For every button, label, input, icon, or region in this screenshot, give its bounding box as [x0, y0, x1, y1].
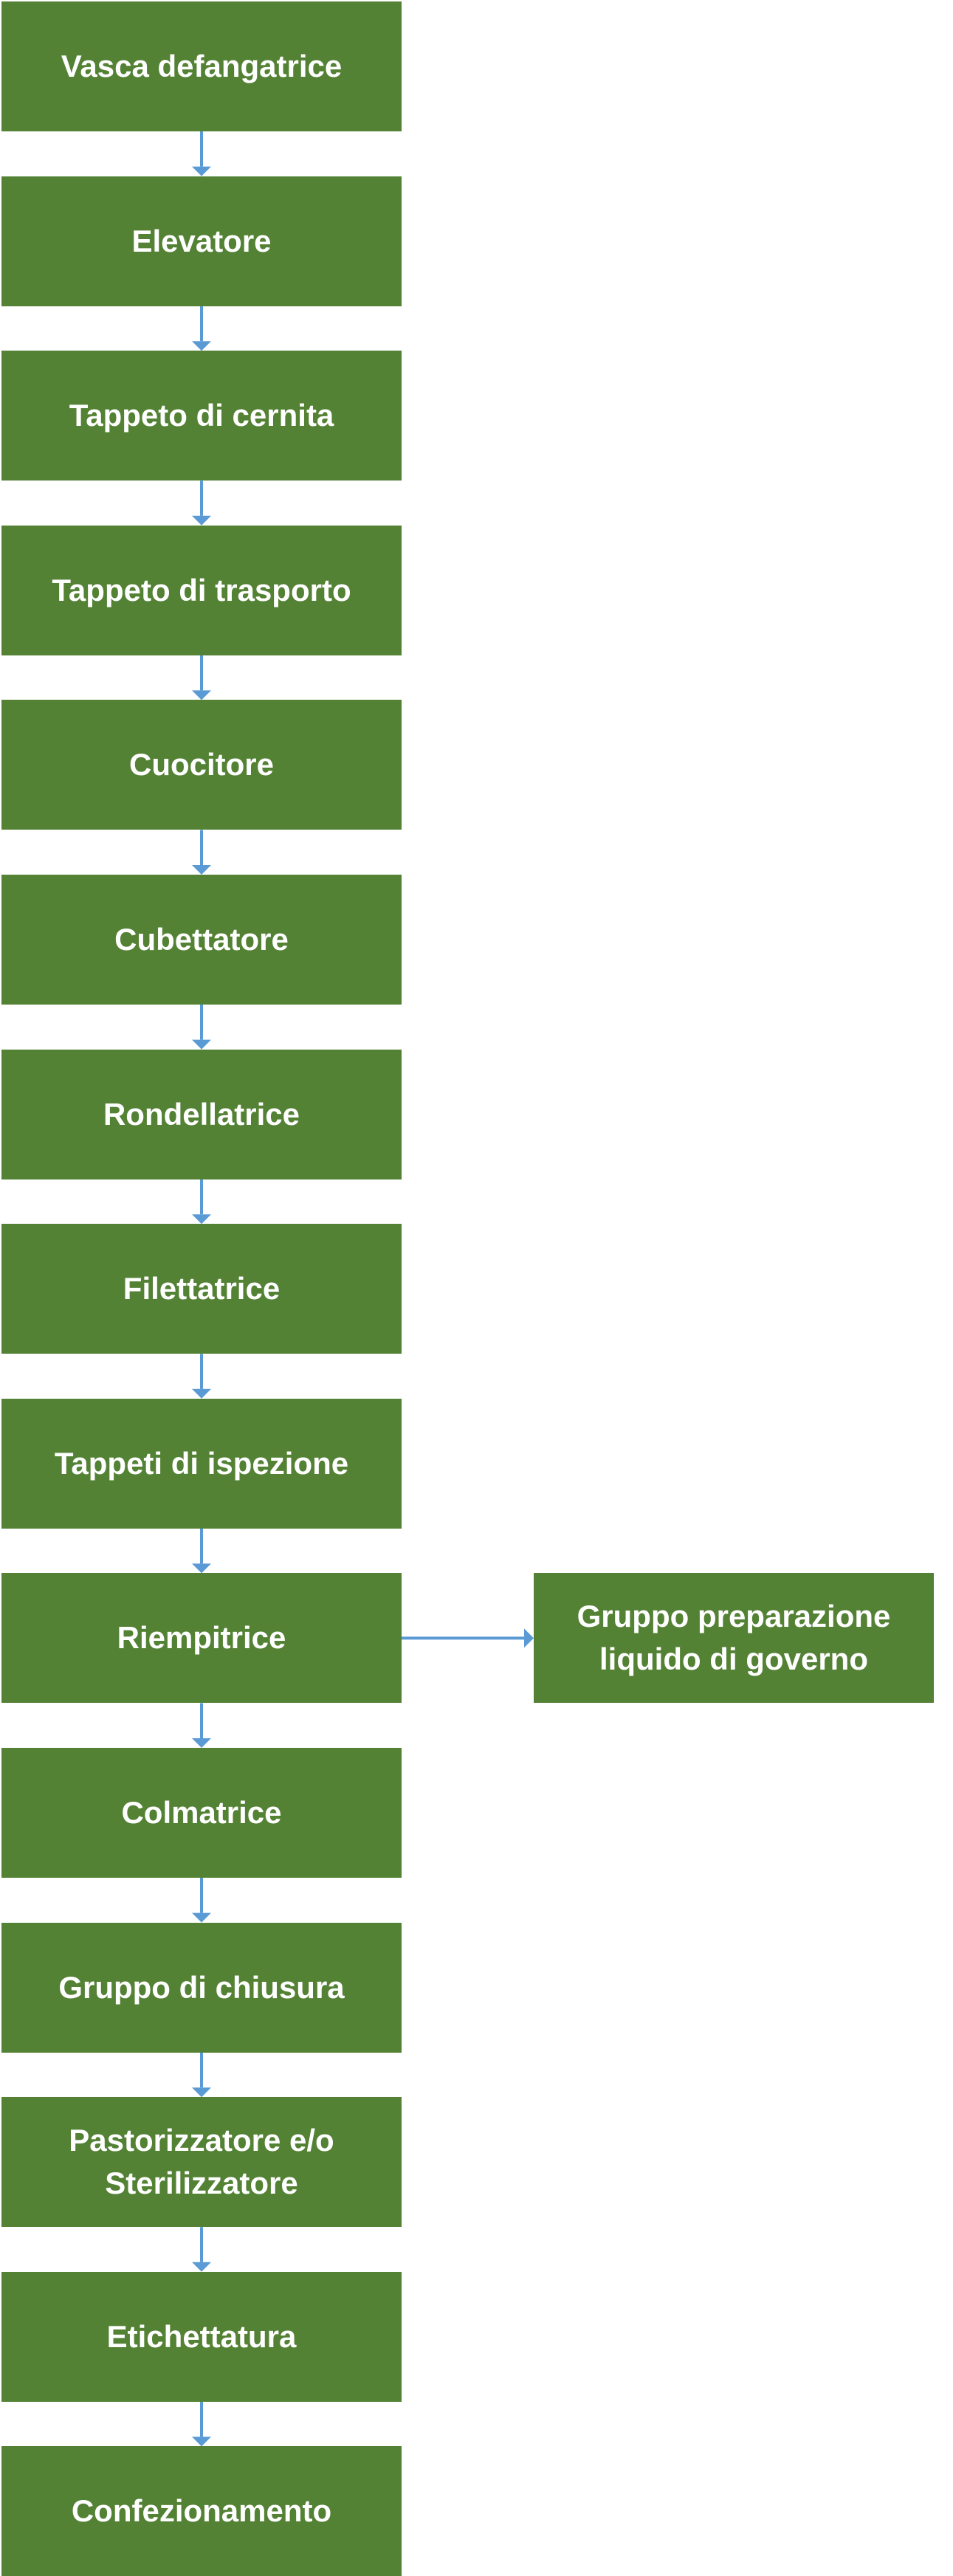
arrow-6-to-7 — [192, 1179, 211, 1225]
arrow-5-to-6 — [192, 1005, 211, 1050]
arrow-12-to-13 — [192, 2227, 211, 2272]
arrow-0-to-1-head — [192, 166, 211, 176]
step-tappeto-di-cernita: Tappeto di cernita — [1, 351, 402, 481]
arrow-0-to-1 — [192, 131, 211, 176]
arrow-7-to-8-head — [192, 1388, 211, 1399]
step-cuocitore: Cuocitore — [1, 700, 402, 830]
arrow-3-to-4-head — [192, 690, 211, 700]
step-tappeto-di-trasporto: Tappeto di trasporto — [1, 525, 402, 655]
arrow-4-to-5-head — [192, 865, 211, 875]
arrow-3-to-4 — [192, 655, 211, 700]
step-colmatrice: Colmatrice — [1, 1748, 402, 1878]
arrow-10-to-11 — [192, 1878, 211, 1923]
step-pastorizzatore-sterilizzatore: Pastorizzatore e/o Sterilizzatore — [1, 2097, 402, 2228]
step-elevatore: Elevatore — [1, 176, 402, 306]
step-confezionamento: Confezionamento — [1, 2446, 402, 2576]
step-tappeti-di-ispezione: Tappeti di ispezione — [1, 1398, 402, 1529]
arrow-7-to-8 — [192, 1354, 211, 1399]
arrow-1-to-2-head — [192, 341, 211, 351]
step-cubettatore: Cubettatore — [1, 875, 402, 1005]
step-filettatrice: Filettatrice — [1, 1224, 402, 1354]
arrow-5-to-6-head — [192, 1039, 211, 1050]
step-vasca-defangatrice: Vasca defangatrice — [1, 1, 402, 131]
arrow-to-side-step — [402, 1628, 534, 1648]
step-riempitrice: Riempitrice — [1, 1573, 402, 1704]
arrow-8-to-9 — [192, 1528, 211, 1574]
arrow-13-to-14 — [192, 2401, 211, 2447]
arrow-10-to-11-head — [192, 1912, 211, 1923]
arrow-8-to-9-head — [192, 1563, 211, 1574]
arrow-9-to-10-head — [192, 1738, 211, 1748]
arrow-to-side-step-head — [524, 1628, 534, 1648]
arrow-2-to-3 — [192, 481, 211, 526]
step-gruppo-di-chiusura: Gruppo di chiusura — [1, 1922, 402, 2053]
arrow-11-to-12 — [192, 2052, 211, 2098]
arrow-12-to-13-head — [192, 2262, 211, 2272]
arrow-9-to-10 — [192, 1703, 211, 1748]
arrow-13-to-14-head — [192, 2436, 211, 2447]
side-step-gruppo-preparazione-liquido: Gruppo preparazione liquido di governo — [534, 1573, 934, 1704]
arrow-1-to-2 — [192, 306, 211, 351]
step-etichettatura: Etichettatura — [1, 2271, 402, 2402]
arrow-2-to-3-head — [192, 515, 211, 526]
arrow-11-to-12-head — [192, 2087, 211, 2098]
arrow-4-to-5 — [192, 830, 211, 875]
step-rondellatrice: Rondellatrice — [1, 1049, 402, 1179]
arrow-6-to-7-head — [192, 1214, 211, 1225]
